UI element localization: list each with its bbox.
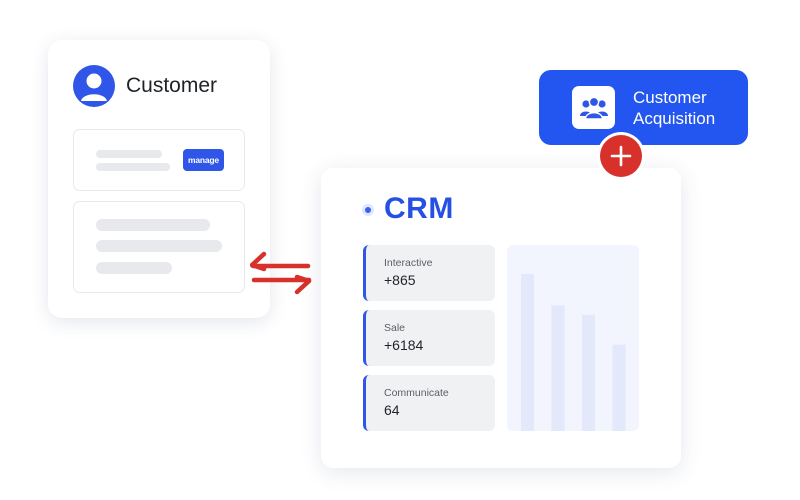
skeleton-line <box>96 262 172 274</box>
stat-label: Sale <box>384 322 406 334</box>
user-avatar-icon <box>73 65 115 107</box>
stat-label: Interactive <box>384 257 433 269</box>
chart-bar <box>612 344 626 431</box>
customer-detail-card <box>73 201 245 293</box>
bar-chart-panel <box>507 245 639 431</box>
stat-card-sale: Sale +6184 <box>363 310 495 366</box>
customer-acquisition-badge: Customer Acquisition <box>539 70 748 145</box>
stat-card-communicate: Communicate 64 <box>363 375 495 431</box>
acquisition-label: Customer Acquisition <box>633 87 715 129</box>
chart-bar <box>521 274 534 431</box>
bidirectional-arrows-icon <box>249 250 312 303</box>
stat-label: Communicate <box>384 387 449 399</box>
customer-record-card: manage <box>73 129 245 191</box>
dot-icon <box>362 204 374 216</box>
chart-bar <box>551 305 565 431</box>
stat-value: +6184 <box>384 337 424 353</box>
acquisition-label-line1: Customer <box>633 87 707 107</box>
customer-header: Customer <box>73 65 217 107</box>
bar-chart <box>521 274 626 431</box>
skeleton-line <box>96 150 162 158</box>
skeleton-line <box>96 163 170 171</box>
skeleton-line <box>96 219 210 231</box>
customer-card: Customer manage <box>48 40 270 318</box>
chart-bar <box>582 314 595 431</box>
crm-card: CRM Interactive +865 Sale +6184 Communic… <box>321 168 681 468</box>
stat-value: +865 <box>384 272 416 288</box>
skeleton-line <box>96 240 222 252</box>
stat-value: 64 <box>384 402 400 418</box>
plus-icon <box>600 135 642 177</box>
stat-card-interactive: Interactive +865 <box>363 245 495 301</box>
acquisition-label-line2: Acquisition <box>633 108 716 128</box>
crm-title: CRM <box>384 192 454 225</box>
customer-title: Customer <box>126 74 218 97</box>
group-users-icon <box>572 86 615 129</box>
manage-button[interactable]: manage <box>183 149 224 171</box>
